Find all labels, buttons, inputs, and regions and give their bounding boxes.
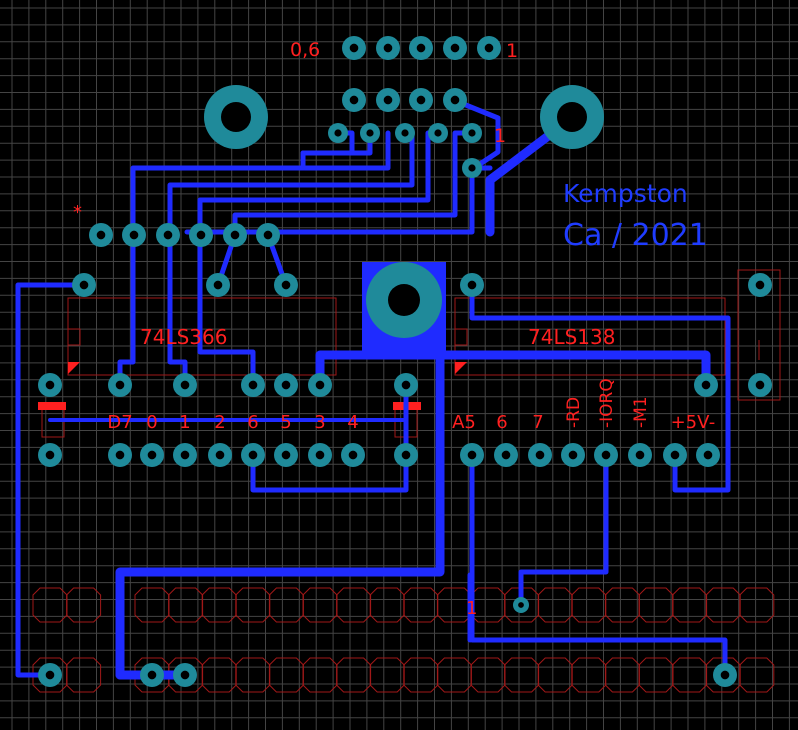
connector-pin-mid-2 xyxy=(409,88,433,112)
header-left-pin-6 xyxy=(274,443,298,467)
header-right-pin-0 xyxy=(460,443,484,467)
chip-left-pin-3 xyxy=(241,373,265,397)
capacitor-pin-top xyxy=(748,273,772,297)
edge-pin-one-label: 1 xyxy=(466,598,477,619)
header-top-pin-4 xyxy=(223,223,247,247)
chip-74ls138-pin1-marker xyxy=(455,362,467,374)
chip-left-pin-2 xyxy=(173,373,197,397)
edge-pin-3 xyxy=(713,663,737,687)
header-left-pin-4 xyxy=(208,443,232,467)
header-left-label-6: 3 xyxy=(314,412,325,433)
connector-label-top-right: 1 xyxy=(506,40,518,62)
header-left-pin-7 xyxy=(308,443,332,467)
header-right-pin-5 xyxy=(628,443,652,467)
header-right-pin-2 xyxy=(528,443,552,467)
header-left-label-3: 2 xyxy=(214,412,225,433)
connector-pin-top-3 xyxy=(443,36,467,60)
connector-pin-mid-1 xyxy=(376,88,400,112)
connector-pin-row2-0 xyxy=(328,123,348,143)
header-left-labels: D7 0 1 2 6 5 3 4 xyxy=(107,412,358,433)
header-right-label-6: +5V xyxy=(671,412,711,433)
header-left-pin-9 xyxy=(394,443,418,467)
header-left-label-2: 1 xyxy=(179,412,190,433)
chip-left-pin-6 xyxy=(394,373,418,397)
connector-pin-row2-3 xyxy=(428,123,448,143)
capacitor-outline xyxy=(737,269,781,401)
connector-pin-row2-2 xyxy=(395,123,415,143)
header-right-label-5: -M1 xyxy=(631,396,651,428)
edge-pin-2 xyxy=(173,663,197,687)
connector-pin-top-0 xyxy=(342,36,366,60)
header-right-pin-1 xyxy=(494,443,518,467)
kempston-title: Kempston xyxy=(563,179,688,208)
connector-label-top-left: 0,6 xyxy=(290,39,320,61)
header-right-pin-3 xyxy=(561,443,585,467)
header-right-labels: A5 6 7 -RD -IORQ -M1 +5V- xyxy=(452,378,715,433)
header-left-pin-1 xyxy=(108,443,132,467)
header-left-label-5: 5 xyxy=(280,412,291,433)
connector-pin-top-1 xyxy=(376,36,400,60)
header-right-label-4: -IORQ xyxy=(597,378,617,428)
connector-pin-row2-1 xyxy=(360,123,380,143)
mounting-holes xyxy=(204,85,604,356)
header-right-pin-4 xyxy=(594,443,618,467)
pad-left-top xyxy=(72,273,96,297)
pad-right-top xyxy=(460,273,484,297)
connector-pin-row2-4 xyxy=(462,123,482,143)
header-right-label-0: A5 xyxy=(452,412,476,433)
header-left-pin-3 xyxy=(173,443,197,467)
chip-right-pin-0 xyxy=(694,373,718,397)
header-left-pin-2 xyxy=(140,443,164,467)
edge-pin-1 xyxy=(140,663,164,687)
header-left-pin-0 xyxy=(38,443,62,467)
header-right-label-3: -RD xyxy=(564,397,584,428)
pad-mid-2 xyxy=(274,273,298,297)
edge-pin-0 xyxy=(38,663,62,687)
header-top-pin-5 xyxy=(256,223,280,247)
connector-pin-row3-0 xyxy=(462,158,482,178)
chip-74ls366-pin1-marker xyxy=(68,362,80,374)
header-star-marker: * xyxy=(73,202,82,223)
header-left-pin-8 xyxy=(341,443,365,467)
header-top-pin-1 xyxy=(122,223,146,247)
header-right-pin-6 xyxy=(663,443,687,467)
kempston-year: Ca / 2021 xyxy=(563,218,708,253)
header-left-label-0: D7 xyxy=(107,412,132,433)
header-top-pin-0 xyxy=(89,223,113,247)
chip-left-pin-1 xyxy=(108,373,132,397)
connector-pin-top-2 xyxy=(409,36,433,60)
chip-right-pin-1 xyxy=(748,373,772,397)
pads xyxy=(38,36,772,687)
header-right-label-1: 6 xyxy=(496,412,507,433)
connector-label-row2-right: 1 xyxy=(494,125,506,147)
via-iorq xyxy=(513,597,529,613)
chip-74ls138-label: 74LS138 xyxy=(528,325,615,349)
header-left-label-7: 4 xyxy=(347,412,358,433)
header-left-label-4: 6 xyxy=(247,412,258,433)
chip-left-pin-4 xyxy=(274,373,298,397)
chip-left-pin-5 xyxy=(308,373,332,397)
chip-74ls366-label: 74LS366 xyxy=(140,325,227,349)
header-left-label-1: 0 xyxy=(146,412,157,433)
chip-left-pin-0 xyxy=(38,373,62,397)
chip-74ls366-notch xyxy=(67,328,81,346)
diode-left-band xyxy=(38,402,66,410)
header-right-pin-7 xyxy=(696,443,720,467)
header-right-label-7: - xyxy=(709,412,716,433)
edge-connector-outline xyxy=(32,587,775,693)
header-top-pin-3 xyxy=(189,223,213,247)
header-left-pin-5 xyxy=(241,443,265,467)
connector-pin-top-4 xyxy=(477,36,501,60)
header-top-pin-2 xyxy=(156,223,180,247)
header-right-label-2: 7 xyxy=(532,412,543,433)
connector-pin-mid-0 xyxy=(342,88,366,112)
chip-74ls138-notch xyxy=(454,328,468,346)
connector-pin-mid-3 xyxy=(443,88,467,112)
pad-mid-1 xyxy=(206,273,230,297)
